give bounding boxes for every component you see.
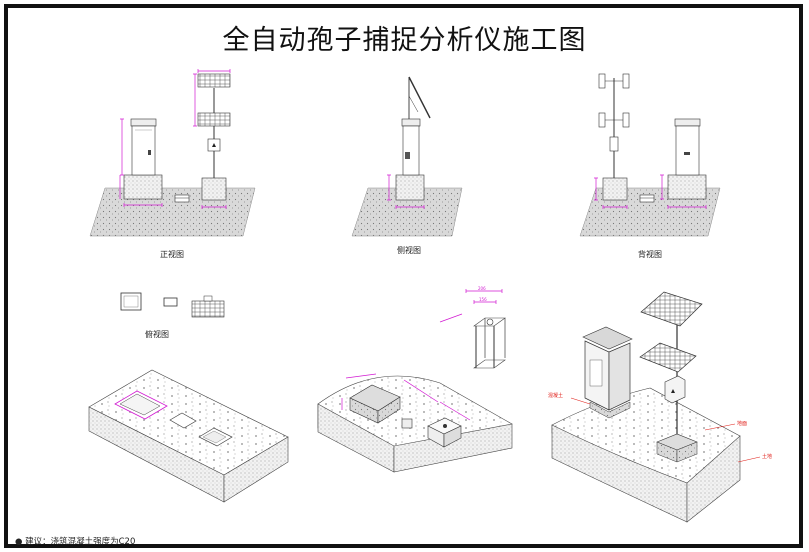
construction-note: ● 建议：浇筑混凝土强度为C20 — [15, 537, 136, 547]
label-ground: 地面 — [737, 420, 747, 427]
iso-foundations — [317, 289, 513, 473]
caption-back-view: 背视图 — [638, 250, 662, 259]
caption-top-view: 俯视图 — [145, 330, 169, 339]
side-view — [351, 76, 463, 237]
dimension-206: 206 — [478, 286, 486, 291]
caption-front-view: 正视图 — [160, 250, 184, 259]
top-view — [120, 292, 225, 318]
iso-installed-device — [551, 291, 761, 523]
caption-side-view: 侧视图 — [397, 246, 421, 255]
label-concrete: 混凝土 — [548, 392, 563, 399]
page-title: 全自动孢子捕捉分析仪施工图 — [222, 25, 587, 56]
dimension-156: 156 — [479, 297, 487, 302]
back-view — [579, 73, 721, 237]
front-view — [89, 69, 256, 237]
label-soil: 土地 — [762, 453, 772, 460]
iso-foundation-pits — [88, 369, 289, 503]
